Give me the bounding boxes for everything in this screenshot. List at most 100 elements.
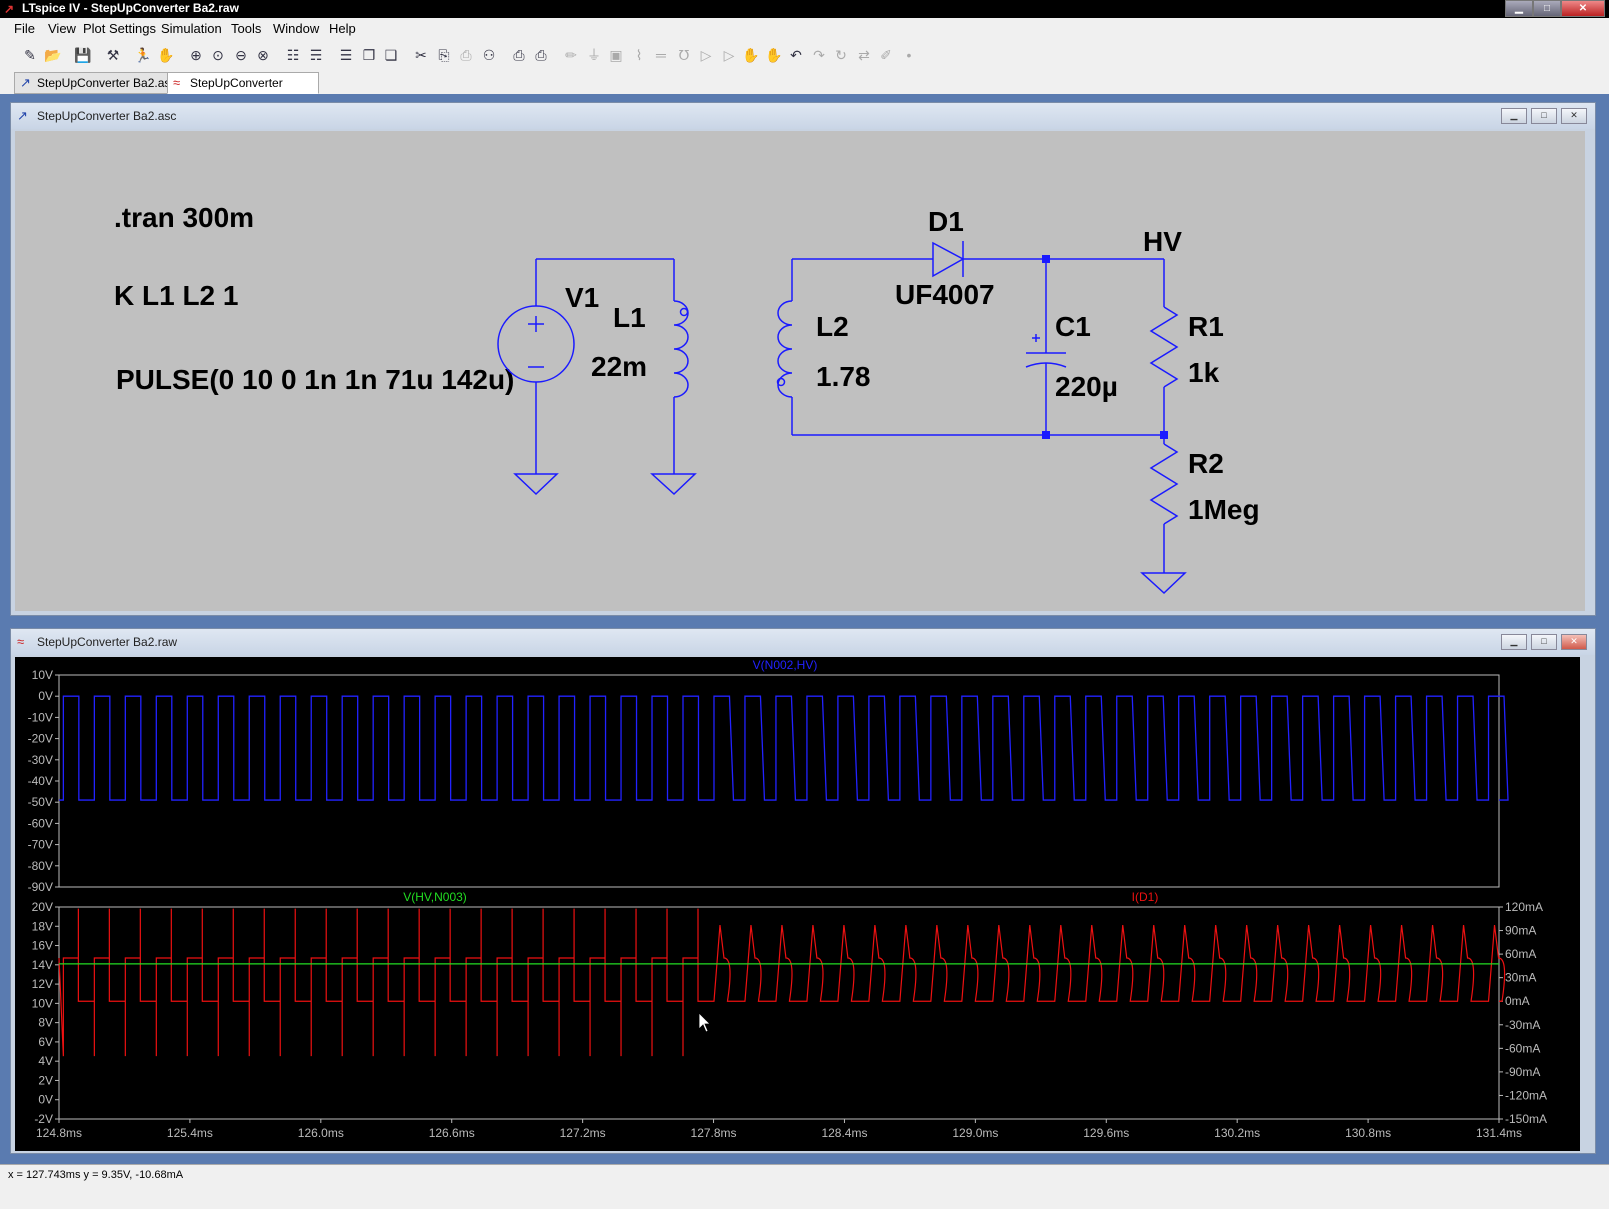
ground-icon[interactable]: ⏚ bbox=[587, 47, 601, 63]
close-all-icon[interactable]: ❏ bbox=[384, 47, 398, 63]
close-button[interactable]: ✕ bbox=[1561, 0, 1605, 17]
l2-label[interactable]: L2 bbox=[816, 311, 849, 342]
d1-value[interactable]: UF4007 bbox=[895, 279, 995, 310]
redo-icon[interactable]: ↷ bbox=[813, 47, 825, 63]
pane-top[interactable]: 10V0V-10V-20V-30V-40V-50V-60V-70V-80V-90… bbox=[28, 668, 1509, 894]
restore-icon: □ bbox=[1541, 636, 1547, 646]
waveform-plot[interactable]: 10V0V-10V-20V-30V-40V-50V-60V-70V-80V-90… bbox=[15, 657, 1580, 1151]
halt-hand-icon[interactable]: ✋ bbox=[157, 47, 175, 63]
plot-close-button[interactable]: ✕ bbox=[1561, 634, 1587, 650]
save-icon[interactable]: 💾 bbox=[74, 47, 92, 63]
new-schematic-icon[interactable]: ✎ bbox=[24, 47, 36, 63]
zoom-pan-icon[interactable]: ⊙ bbox=[212, 47, 224, 63]
restore-button[interactable]: □ bbox=[1533, 0, 1561, 17]
directive-coupling[interactable]: K L1 L2 1 bbox=[114, 280, 238, 311]
menu-tools[interactable]: Tools bbox=[231, 21, 262, 36]
y-tick-label-left: 18V bbox=[32, 919, 53, 933]
document-tabs: ↗ StepUpConverter Ba2.asc ≈ StepUpConver… bbox=[0, 70, 1609, 110]
ground-v1 bbox=[513, 473, 559, 496]
r2-label[interactable]: R2 bbox=[1188, 448, 1224, 479]
x-tick-label: 129.6ms bbox=[1083, 1126, 1129, 1140]
y-tick-label-left: 6V bbox=[38, 1035, 53, 1049]
tab-waveform[interactable]: ≈ StepUpConverter Ba2.raw bbox=[167, 72, 319, 110]
run-icon[interactable]: 🏃 bbox=[134, 47, 152, 63]
capacitor-icon[interactable]: ═ bbox=[656, 47, 666, 63]
open-folder-icon[interactable]: 📂 bbox=[44, 47, 62, 63]
y-tick-label: -50V bbox=[28, 795, 53, 809]
spice-directive-icon[interactable]: • bbox=[906, 47, 912, 63]
schematic-minimize-button[interactable]: ▁ bbox=[1501, 108, 1527, 124]
y-tick-label: -80V bbox=[28, 859, 53, 873]
resistor-icon[interactable]: ⌇ bbox=[635, 47, 643, 63]
autorange-icon[interactable]: ☷ bbox=[286, 47, 300, 63]
directive-tran[interactable]: .tran 300m bbox=[114, 202, 254, 233]
directive-pulse[interactable]: PULSE(0 10 0 1n 1n 71u 142u) bbox=[116, 364, 514, 395]
schematic-close-button[interactable]: ✕ bbox=[1561, 108, 1587, 124]
l1-inductor-symbol[interactable] bbox=[673, 300, 689, 398]
mouse-cursor-icon bbox=[698, 1012, 711, 1033]
print-icon[interactable]: ⎙ bbox=[535, 47, 547, 63]
print-setup-icon[interactable]: ⎙ bbox=[513, 47, 525, 63]
diode-icon[interactable]: ▷ bbox=[700, 47, 712, 63]
r1-label[interactable]: R1 bbox=[1188, 311, 1224, 342]
v1-label[interactable]: V1 bbox=[565, 282, 599, 313]
trace-label-v-hv-n003[interactable]: V(HV,N003) bbox=[403, 890, 467, 904]
copy-icon[interactable]: ⎘ bbox=[438, 47, 450, 63]
rotate-icon[interactable]: ↻ bbox=[835, 47, 847, 63]
menu-simulation[interactable]: Simulation bbox=[161, 21, 222, 36]
zoom-in-icon[interactable]: ⊕ bbox=[190, 47, 202, 63]
l1-label[interactable]: L1 bbox=[613, 302, 646, 333]
schematic-icon: ↗ bbox=[17, 108, 28, 123]
cascade-icon[interactable]: ❐ bbox=[362, 47, 376, 63]
undo-icon[interactable]: ↶ bbox=[790, 47, 802, 63]
move-hand-icon[interactable]: ✋ bbox=[742, 47, 760, 63]
y-tick-label: -90V bbox=[28, 880, 53, 894]
trace-label-i-d1[interactable]: I(D1) bbox=[1132, 890, 1159, 904]
c1-label[interactable]: C1 bbox=[1055, 311, 1091, 342]
r2-resistor-symbol[interactable] bbox=[1149, 443, 1179, 525]
label-net-icon[interactable]: ▣ bbox=[609, 47, 623, 63]
d1-label[interactable]: D1 bbox=[928, 206, 964, 237]
tile-horizontal-icon[interactable]: ☰ bbox=[339, 47, 353, 63]
trace-label-v-n002-hv[interactable]: V(N002,HV) bbox=[753, 658, 818, 672]
schematic-canvas[interactable]: .tran 300m K L1 L2 1 PULSE(0 10 0 1n 1n … bbox=[15, 131, 1585, 611]
plot-restore-button[interactable]: □ bbox=[1531, 634, 1557, 650]
plot-minimize-button[interactable]: ▁ bbox=[1501, 634, 1527, 650]
pane-bottom[interactable]: 20V18V16V14V12V10V8V6V4V2V0V-2V120mA90mA… bbox=[32, 900, 1547, 1140]
trace-v-n002-hv bbox=[59, 695, 1509, 801]
paste-icon[interactable]: ⎙ bbox=[460, 47, 472, 63]
net-label-hv[interactable]: HV bbox=[1143, 226, 1182, 257]
y-tick-label: 10V bbox=[32, 668, 53, 682]
minimize-icon: ▁ bbox=[1515, 3, 1523, 14]
menu-window[interactable]: Window bbox=[273, 21, 320, 36]
d1-diode-symbol[interactable] bbox=[932, 241, 965, 278]
drag-hand-icon[interactable]: ✋ bbox=[765, 47, 783, 63]
inductor-icon[interactable]: ℧ bbox=[678, 47, 690, 63]
tab-schematic[interactable]: ↗ StepUpConverter Ba2.asc bbox=[14, 72, 178, 94]
menu-file[interactable]: File bbox=[14, 21, 35, 36]
component-icon[interactable]: ▷ bbox=[723, 47, 735, 63]
l2-value[interactable]: 1.78 bbox=[816, 361, 871, 392]
waveform-grid-icon[interactable]: ☴ bbox=[309, 47, 323, 63]
zoom-out-icon[interactable]: ⊖ bbox=[235, 47, 247, 63]
y-tick-label: -40V bbox=[28, 774, 53, 788]
schematic-restore-button[interactable]: □ bbox=[1531, 108, 1557, 124]
mirror-icon[interactable]: ⇄ bbox=[858, 47, 870, 63]
c1-value[interactable]: 220µ bbox=[1055, 371, 1118, 402]
cut-icon[interactable]: ✂ bbox=[415, 47, 427, 63]
text-icon[interactable]: ✐ bbox=[880, 47, 892, 63]
r1-value[interactable]: 1k bbox=[1188, 357, 1220, 388]
l1-value[interactable]: 22m bbox=[591, 351, 647, 382]
menu-plot-settings[interactable]: Plot Settings bbox=[83, 21, 156, 36]
menu-help[interactable]: Help bbox=[329, 21, 356, 36]
r1-resistor-symbol[interactable] bbox=[1149, 306, 1179, 388]
mdi-area: ↗ StepUpConverter Ba2.asc ▁ □ ✕ .tran 30… bbox=[0, 94, 1609, 1164]
draw-wire-icon[interactable]: ✏ bbox=[565, 47, 577, 63]
control-panel-icon[interactable]: ⚒ bbox=[106, 47, 120, 63]
menu-view[interactable]: View bbox=[48, 21, 76, 36]
find-binoculars-icon[interactable]: ⚇ bbox=[482, 47, 496, 63]
r2-value[interactable]: 1Meg bbox=[1188, 494, 1260, 525]
minimize-button[interactable]: ▁ bbox=[1505, 0, 1533, 17]
zoom-fit-icon[interactable]: ⊗ bbox=[257, 47, 269, 63]
